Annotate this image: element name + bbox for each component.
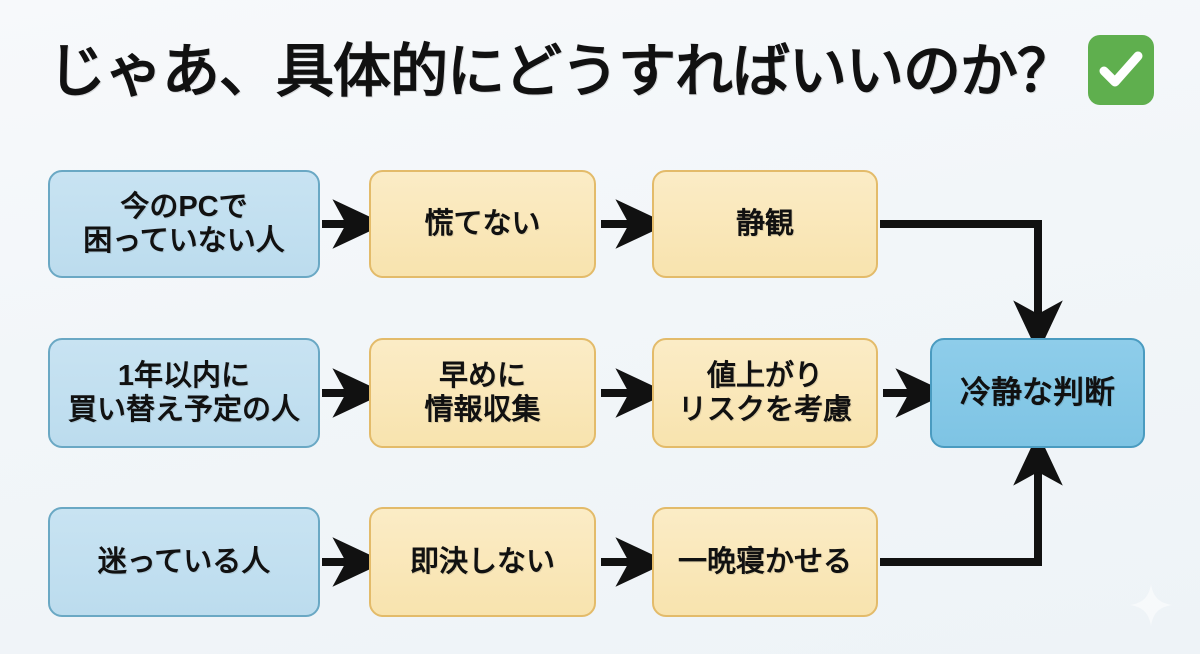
node-row2-source[interactable]: 1年以内に 買い替え予定の人 (48, 338, 320, 448)
node-row2-step1[interactable]: 早めに 情報収集 (369, 338, 596, 448)
node-row2-step2[interactable]: 値上がり リスクを考慮 (652, 338, 878, 448)
node-row3-source[interactable]: 迷っている人 (48, 507, 320, 617)
node-line: 即決しない (409, 545, 555, 578)
arrow-row3-to-result (880, 432, 1063, 566)
node-line: 早めに (438, 359, 526, 392)
node-row3-step2[interactable]: 一晩寝かせる (652, 507, 878, 617)
node-line: 迷っている人 (97, 545, 271, 578)
node-line: 慌てない (424, 207, 541, 240)
node-line: リスクを考慮 (677, 394, 852, 426)
node-line: 困っていない人 (83, 225, 285, 257)
node-line: 一晩寝かせる (677, 545, 852, 578)
node-result[interactable]: 冷静な判断 (930, 338, 1145, 448)
node-line: 買い替え予定の人 (67, 394, 300, 426)
node-line: 情報収集 (424, 394, 541, 426)
node-line: 静観 (735, 207, 794, 240)
sparkle-icon (1130, 584, 1172, 626)
title-row: じゃあ、具体的にどうすればいいのか？ (48, 22, 1168, 122)
node-row3-step1[interactable]: 即決しない (369, 507, 596, 617)
node-line: 値上がり (706, 359, 823, 392)
node-line: 今のPCで (120, 190, 248, 223)
node-line: 1年以内に (117, 359, 251, 392)
node-row1-step1[interactable]: 慌てない (369, 170, 596, 278)
check-mark-icon (1088, 35, 1155, 105)
node-line: 冷静な判断 (960, 374, 1115, 410)
node-row1-step2[interactable]: 静観 (652, 170, 878, 278)
page-title: じゃあ、具体的にどうすればいいのか？ (48, 39, 1075, 104)
node-row1-source[interactable]: 今のPCで 困っていない人 (48, 170, 320, 278)
arrow-row1-to-result (880, 220, 1063, 354)
